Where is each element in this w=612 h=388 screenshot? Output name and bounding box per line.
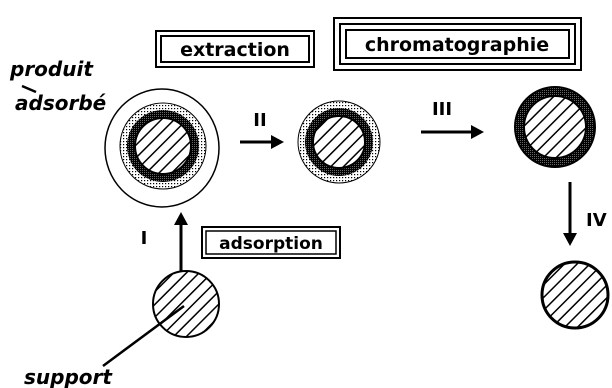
step2-label: II (253, 110, 266, 131)
arrow-step1-head (174, 212, 188, 225)
extraction-label: extraction (180, 39, 290, 61)
step4-label: IV (586, 210, 607, 231)
particle-clean-support (542, 262, 608, 328)
step1-label: I (141, 228, 148, 249)
particle-after-extraction (298, 101, 380, 183)
arrow-step2-head (271, 135, 284, 149)
adsorbe-label: adsorbé (15, 91, 106, 115)
produit-label: produit (9, 57, 94, 81)
support-pointer-line (103, 306, 184, 366)
arrow-step3-head (471, 125, 484, 139)
extraction-label-box: extraction (156, 31, 314, 67)
adsorption-label-box: adsorption (202, 227, 340, 258)
chromatographie-label-box: chromatographie (334, 18, 581, 70)
adsorption-label: adsorption (219, 234, 323, 254)
particle-after-chromatography (515, 87, 595, 167)
step3-label: III (432, 99, 452, 120)
support-label: support (24, 365, 113, 388)
arrow-step4-head (563, 233, 577, 246)
chromatographie-label: chromatographie (365, 34, 549, 56)
particle-support (153, 271, 219, 337)
particle-adsorbed-with-solvent (105, 89, 219, 207)
